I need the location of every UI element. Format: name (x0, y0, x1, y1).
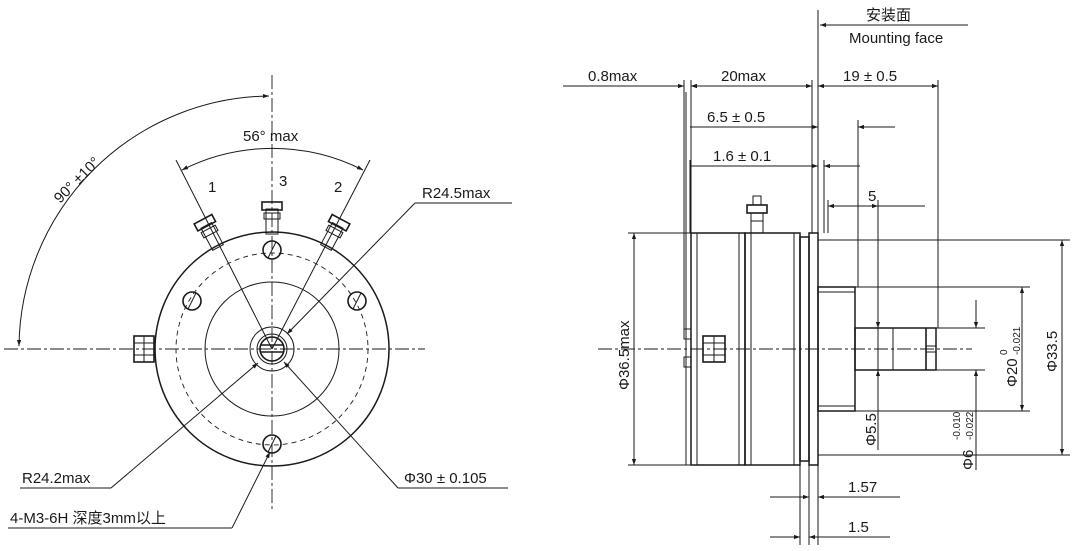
label-dim-20d-upper: 0 (999, 349, 1010, 355)
leader-r242 (110, 362, 259, 489)
mount-hole-bottom (262, 434, 282, 454)
side-view: 安装面 Mounting face (563, 7, 1070, 545)
terminal-1-shape (193, 213, 224, 251)
arc-90-dimension (16, 93, 270, 347)
front-view: 90° ±10° 56° max 1 3 2 R24.5max R24.2max… (4, 75, 512, 529)
shaft-outer-circle (256, 333, 288, 365)
leader-mount-holes (231, 451, 271, 529)
label-radius-inner: R24.2max (22, 470, 91, 487)
label-dim-20d: Φ20 (1004, 358, 1021, 387)
label-dim-15: 1.5 (848, 519, 869, 536)
label-dim-6d-upper: -0.010 (952, 411, 963, 440)
outer-housing-circle (154, 231, 390, 467)
label-radius-outer: R24.5max (422, 185, 491, 202)
housing-body (683, 232, 819, 466)
label-mount-holes: 4-M3-6H 深度3mm以上 (10, 510, 166, 527)
label-dim-365: Φ36.5max (616, 320, 633, 390)
label-mounting-face-en: Mounting face (849, 30, 943, 47)
terminal-2-shape (320, 213, 351, 251)
shaft-circle (259, 336, 285, 362)
label-dim-6d-lower: -0.022 (965, 411, 976, 440)
label-dim-335: Φ33.5 (1044, 331, 1061, 372)
mount-hole-left (182, 291, 202, 311)
arc-56-dimension (181, 147, 364, 171)
ext-line-56-left (175, 159, 273, 350)
leader-pcd (283, 361, 399, 489)
terminal-label-1: 1 (208, 179, 216, 196)
terminal-label-3: 3 (279, 173, 287, 190)
label-dim-20max: 20max (721, 68, 767, 85)
label-dim-55: Φ5.5 (863, 413, 880, 446)
side-view-lug (702, 335, 726, 363)
label-dim-5: 5 (868, 188, 876, 205)
pcd-circle (175, 252, 369, 446)
ext-line-56-right (271, 159, 371, 350)
label-mounting-face-cn: 安装面 (866, 7, 911, 24)
label-angle-90: 90° ±10° (51, 154, 104, 207)
label-dim-19: 19 ± 0.5 (843, 68, 897, 85)
label-dim-16: 1.6 ± 0.1 (713, 148, 771, 165)
mount-hole-right (347, 291, 367, 311)
shaft (854, 327, 937, 371)
hub-circle (249, 326, 295, 372)
inner-ring-circle (204, 281, 340, 417)
leader-r245 (286, 202, 416, 335)
label-angle-56: 56° max (243, 128, 299, 145)
label-dim-20d-lower: -0.021 (1012, 326, 1023, 355)
label-diameter-pcd: Φ30 ± 0.105 (404, 470, 487, 487)
terminal-label-2: 2 (334, 179, 342, 196)
label-dim-65: 6.5 ± 0.5 (707, 109, 765, 126)
side-terminal (746, 195, 768, 234)
label-dim-08max: 0.8max (588, 68, 638, 85)
label-dim-6d: Φ6 (960, 450, 977, 470)
label-dim-157: 1.57 (848, 479, 877, 496)
